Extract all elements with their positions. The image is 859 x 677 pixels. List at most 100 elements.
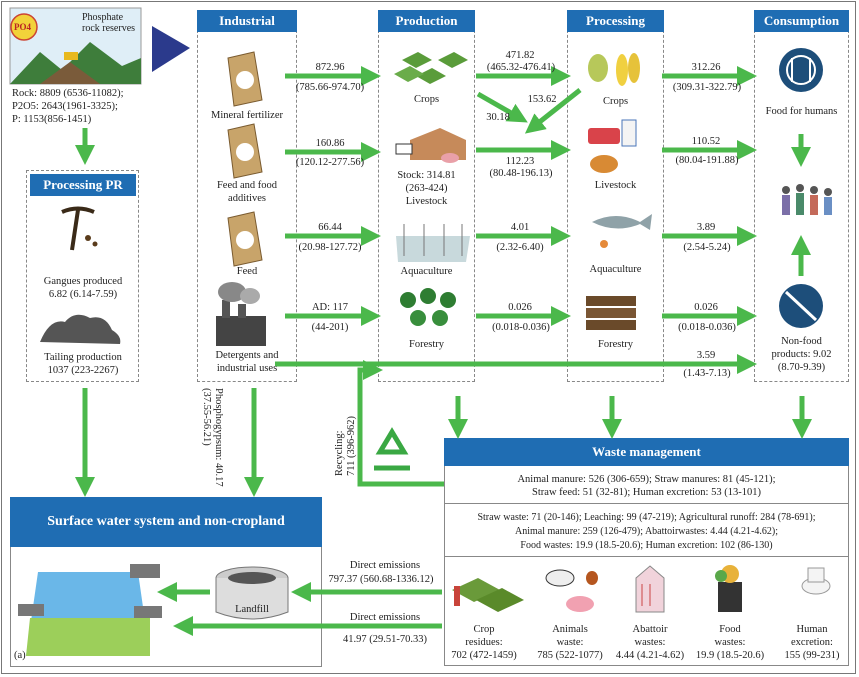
tailing-pile-icon [40,314,121,344]
non-food-icon [779,284,823,328]
detergents-flow-range: (1.43-7.13) [683,368,731,379]
feed-food-additives-label-2: additives [228,193,266,204]
detergents-label-1: Detergents and [215,350,279,361]
processing-forestry-label: Forestry [598,339,633,350]
livestock-processing-value: 112.23 [505,156,535,167]
abattoir-value: 4.44 (4.21-4.62) [615,650,685,661]
forestry-consumption-range: (0.018-0.036) [678,322,736,333]
animals-waste-label-1: Animals [552,624,588,635]
gangues-value: 6.82 (6.14-7.59) [48,289,118,300]
animals-waste-value: 785 (522-1077) [537,650,603,661]
timber-logs-icon [586,296,636,330]
phosphate-rock-picture [9,7,142,85]
stock-label-1: Stock: 314.81 [397,170,456,181]
surface-water-header: Surface water system and non-cropland [10,497,322,547]
detergents-label-2: industrial uses [216,363,278,374]
feed-label: Feed [236,266,258,277]
crop-residues-value: 702 (472-1459) [451,650,517,661]
processing-pr-header: Processing PR [30,174,136,196]
nonfood-label-3: (8.70-9.39) [777,362,826,373]
aqua-consumption-range: (2.54-5.24) [683,242,731,253]
waste-line-1: Animal manure: 526 (306-659); Straw manu… [517,474,776,485]
processing-livestock-label: Livestock [594,180,637,191]
stock-label-2: (263-424) [405,183,448,194]
feed-additive-bag-icon [227,123,263,179]
fertilizer-flow-value: 872.96 [315,62,345,73]
food-for-humans-label: Food for humans [765,106,838,117]
direct-emissions-2-value: 41.97 (29.51-70.33) [343,634,427,645]
abattoir-icon [635,565,665,613]
rock-amount: Rock: 8809 (6536-11082); [12,88,124,99]
recycling-text: Recycling: [334,430,345,477]
direct-emissions-1-label: Direct emissions [349,560,421,571]
aqua-processing-value: 4.01 [510,222,530,233]
feed-bag-icon [227,211,263,267]
abattoir-label-1: Abattoir [632,624,668,635]
processing-crops-label: Crops [602,96,629,107]
feed-flow-range: (20.98-127.72) [298,242,362,253]
pickaxe-icon [61,206,98,251]
recycling-range-label: 711 (396-962) [346,416,359,476]
to-livestock-value: 153.62 [527,94,557,105]
livestock-barn-icon [395,128,466,163]
people-group-icon [782,184,832,215]
recycling-value: 711 (396-962) [346,416,357,476]
factory-icon [216,282,266,346]
human-excretion-label-2: excretion: [791,637,833,648]
forestry-processing-range: (0.018-0.036) [492,322,550,333]
industrial-header: Industrial [197,10,297,32]
processing-pr-box [26,170,139,382]
aqua-processing-range: (2.32-6.40) [496,242,544,253]
crop-residues-label-2: residues: [465,637,503,648]
animals-waste-icon [545,569,598,612]
back-flow-value: 30.18 [486,112,510,123]
crops-consumption-value: 312.26 [691,62,721,73]
waste-divider-1 [444,503,849,504]
processed-meat-icon [588,119,637,173]
livestock-processing-range: (80.48-196.13) [489,168,553,179]
production-crops-label: Crops [413,94,440,105]
waste-line-5: Food wastes: 19.9 (18.5-20.6); Human exc… [520,540,773,551]
ad-flow-range: (44-201) [311,322,349,333]
crop-residues-label-1: Crop [473,624,495,635]
recycling-label: Recycling: [334,431,347,477]
aqua-consumption-value: 3.89 [696,222,716,233]
recycle-icon [374,427,410,471]
processed-crops-icon [588,53,640,86]
additives-flow-value: 160.86 [315,138,345,149]
aquaculture-pond-icon [396,224,470,262]
livestock-consumption-value: 110.52 [691,136,721,147]
crops-processing-range: (465.32-476.41) [486,62,556,73]
phosphogypsum-value: Phosphogypsum: 40.17 [213,388,224,487]
detergents-flow-value: 3.59 [696,350,716,361]
additives-flow-range: (120.12-277.56) [295,157,365,168]
direct-emissions-1-value: 797.37 (560.68-1336.12) [328,574,434,585]
food-wastes-label-1: Food [719,624,741,635]
surface-water-scene-icon [18,564,162,656]
food-wastes-label-2: wastes: [714,637,746,648]
po4-badge-icon [10,13,38,41]
crop-residues-icon [452,578,524,612]
human-excretion-value: 155 (99-231) [784,650,840,661]
food-wastes-value: 19.9 (18.5-20.6) [695,650,765,661]
waste-management-box [444,438,849,666]
crops-processing-value: 471.82 [505,50,535,61]
production-aquaculture-label: Aquaculture [400,266,453,277]
landfill-label: Landfill [235,604,269,615]
production-header: Production [378,10,475,32]
fertilizer-flow-range: (785.66-974.70) [295,82,365,93]
food-plate-icon [779,48,823,92]
po4-badge-text: PO4 [14,22,31,32]
forestry-consumption-value: 0.026 [694,302,718,313]
livestock-consumption-range: (80.04-191.88) [675,155,739,166]
nonfood-label-1: Non-food [781,336,822,347]
phosphogypsum-label: Phosphogypsum: 40.17 [212,388,224,487]
nonfood-label-2: products: 9.02 [771,349,832,360]
fish-icon [592,214,652,248]
feed-flow-value: 66.44 [318,222,342,233]
mineral-fertilizer-label: Mineral fertilizer [210,110,283,121]
p-amount: P: 1153(856-1451) [12,114,92,125]
forest-icon [400,288,456,326]
